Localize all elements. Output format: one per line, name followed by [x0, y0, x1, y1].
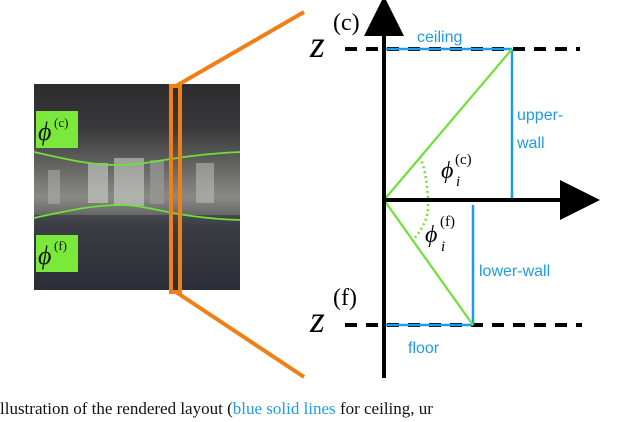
svg-text:ϕ: ϕ [441, 158, 453, 184]
floor-label: floor [408, 340, 440, 357]
panorama-floor-phi-label: ϕ (f) [36, 235, 78, 272]
phi-i-floor-label: ϕ (f) i [425, 214, 455, 255]
orange-column-highlight [169, 84, 182, 294]
caption-tail: for ceiling, ur [335, 399, 433, 418]
caption-highlight: blue solid lines [232, 399, 336, 418]
svg-text:ϕ: ϕ [425, 222, 437, 248]
svg-text:(c): (c) [455, 152, 472, 168]
svg-text:(f): (f) [54, 238, 67, 253]
panorama-ceiling-phi-label: ϕ (c) [36, 111, 78, 148]
ceiling-label: ceiling [417, 29, 462, 46]
svg-text:z: z [309, 24, 325, 66]
svg-text:(f): (f) [440, 214, 455, 230]
z-ceiling-label: z (c) [309, 10, 360, 66]
svg-text:ϕ: ϕ [38, 241, 51, 270]
ceiling-diagonal-line [383, 48, 513, 201]
panorama-ceiling-curve [33, 151, 241, 166]
svg-text:z: z [309, 299, 325, 341]
caption-lead: llustration of the rendered layout ( [0, 399, 233, 418]
floor-diagonal-line [383, 199, 474, 326]
svg-text:i: i [441, 239, 445, 255]
upper-wall-label-line2: wall [516, 135, 545, 152]
orange-upper-projection [174, 10, 306, 88]
svg-text:i: i [456, 174, 460, 190]
z-floor-label: z (f) [309, 285, 357, 341]
lower-wall-label: lower-wall [479, 263, 550, 280]
phi-i-ceiling-label: ϕ (c) i [441, 152, 472, 190]
figure-caption: llustration of the rendered layout (blue… [0, 399, 628, 419]
svg-text:(f): (f) [333, 285, 357, 311]
panorama-floor-curve [33, 204, 241, 221]
svg-text:ϕ: ϕ [38, 117, 51, 146]
svg-text:(c): (c) [333, 10, 360, 36]
ceiling-angle-arc [418, 156, 430, 199]
svg-text:(c): (c) [54, 115, 68, 130]
upper-wall-label-line1: upper- [517, 107, 563, 124]
orange-lower-projection [174, 290, 306, 379]
floor-angle-arc [412, 203, 430, 241]
